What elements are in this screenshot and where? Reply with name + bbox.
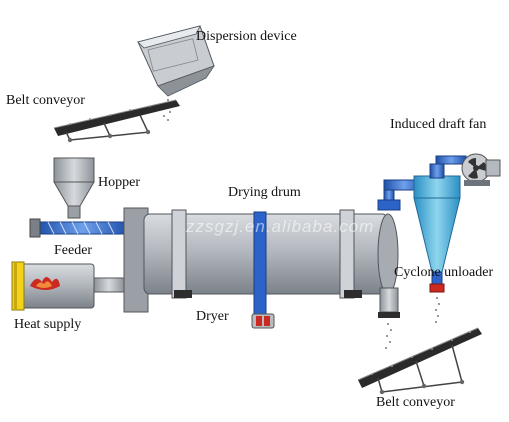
- drying-drum-label: Drying drum: [228, 185, 301, 200]
- belt-conveyor-bottom: [357, 327, 482, 395]
- belt-conveyor-top-label: Belt conveyor: [6, 93, 85, 108]
- heat-supply: [11, 261, 125, 311]
- hopper-label: Hopper: [98, 175, 140, 190]
- cyclone-unloader: [413, 163, 461, 293]
- heat-supply-label: Heat supply: [14, 317, 81, 332]
- hopper: [53, 157, 95, 219]
- belt-conveyor-bottom-label: Belt conveyor: [376, 395, 455, 410]
- falling-product: [385, 323, 392, 349]
- feeder-label: Feeder: [54, 243, 92, 258]
- cyclone-discharge: [435, 297, 440, 323]
- induced-draft-fan-label: Induced draft fan: [390, 117, 486, 132]
- flame-icon: [30, 277, 60, 290]
- dispersion-device: [137, 25, 216, 121]
- fan-icon: [468, 158, 487, 179]
- induced-draft-fan: [435, 153, 501, 186]
- dispersion-device-label: Dispersion device: [196, 29, 297, 44]
- feeder: [29, 218, 129, 238]
- cyclone-unloader-label: Cyclone unloader: [394, 265, 493, 280]
- drying-drum: zzsgzj.en.alibaba.com: [123, 207, 400, 329]
- belt-conveyor-top: [53, 99, 180, 143]
- watermark: zzsgzj.en.alibaba.com: [185, 217, 374, 236]
- dryer-label: Dryer: [196, 309, 229, 324]
